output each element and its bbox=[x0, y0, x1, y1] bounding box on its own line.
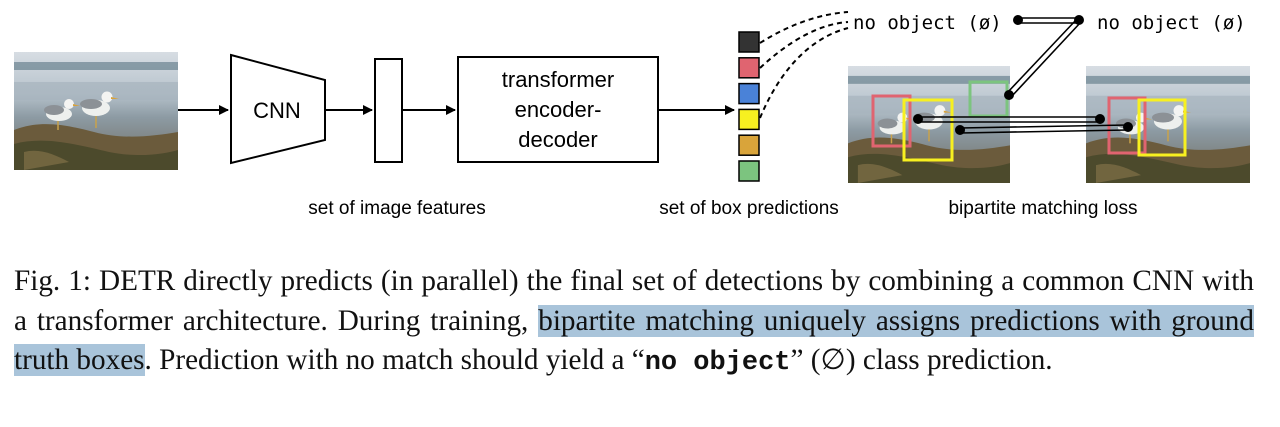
transformer-label-line2: encoder- bbox=[515, 97, 602, 122]
image-features-block bbox=[374, 58, 403, 163]
detr-pipeline-diagram: CNN transformer encoder- decoder no obje… bbox=[13, 11, 1250, 219]
dashed-link-2 bbox=[759, 21, 849, 69]
gt-box-yellow bbox=[1137, 98, 1187, 157]
dashed-link-1 bbox=[759, 11, 849, 44]
caption-code: no object bbox=[644, 348, 791, 378]
loss-caption: bipartite matching loss bbox=[948, 198, 1137, 219]
features-caption: set of image features bbox=[308, 198, 485, 219]
prediction-box-2 bbox=[738, 57, 760, 79]
matching-dots bbox=[913, 15, 1133, 135]
no-object-label-pred: no object (ø) bbox=[853, 12, 1002, 34]
caption-middle: . Prediction with no match should yield … bbox=[144, 344, 645, 376]
caption-suffix: ” (∅) class prediction. bbox=[790, 344, 1053, 376]
cnn-block bbox=[230, 53, 326, 165]
pred-box-red bbox=[871, 94, 912, 148]
ground-truth-image bbox=[1086, 66, 1250, 183]
prediction-box-5 bbox=[738, 134, 760, 156]
matching-links bbox=[918, 17, 1129, 134]
cnn-label: CNN bbox=[253, 98, 301, 123]
prediction-box-4 bbox=[738, 108, 760, 131]
pred-box-yellow bbox=[902, 98, 954, 162]
prediction-box-6 bbox=[738, 160, 760, 182]
prediction-box-3 bbox=[738, 82, 760, 105]
no-object-label-gt: no object (ø) bbox=[1097, 12, 1246, 34]
box-prediction-stack bbox=[738, 31, 760, 182]
input-image bbox=[13, 51, 179, 171]
figure-caption: Fig. 1: DETR directly predicts (in paral… bbox=[14, 262, 1254, 384]
transformer-label-line1: transformer bbox=[502, 67, 614, 92]
transformer-label-line3: decoder bbox=[518, 127, 598, 152]
caption-prefix: Fig. 1: DETR directly predicts (in paral… bbox=[14, 265, 1254, 337]
predictions-caption: set of box predictions bbox=[659, 198, 839, 219]
transformer-block bbox=[457, 56, 659, 163]
prediction-box-1 bbox=[738, 31, 760, 53]
dashed-link-3 bbox=[759, 27, 849, 119]
